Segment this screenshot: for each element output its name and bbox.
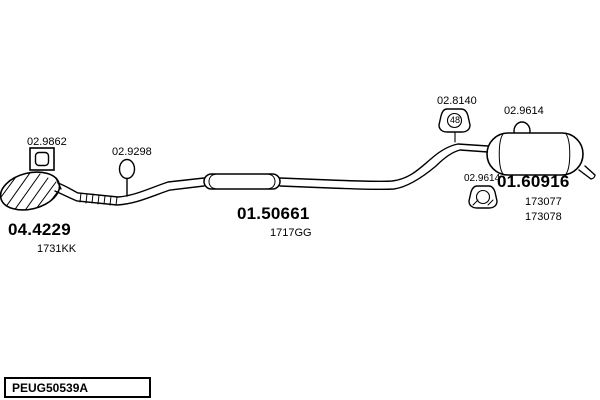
rear-hanger-icon <box>468 185 498 209</box>
centre-silencer-figure <box>203 173 281 190</box>
rear-silencer-figure <box>486 132 596 180</box>
label-rear-clamp: 02.9614 <box>504 105 544 117</box>
catalytic-converter-figure <box>0 166 64 216</box>
label-rear-hanger: 02.9614 <box>464 173 501 184</box>
label-mid-clamp: 02.9298 <box>112 146 152 158</box>
label-rear-silencer: 01.60916 <box>497 172 570 191</box>
label-hanger-size: 48 <box>449 115 460 125</box>
reference-box: PEUG50539A <box>4 377 151 398</box>
label-rear-silencer-ref1: 173077 <box>525 196 562 208</box>
front-clamp-icon <box>29 147 55 171</box>
rear-pipe <box>279 143 489 191</box>
label-rubber-hanger: 02.8140 <box>437 95 477 107</box>
front-flex-pipe <box>54 177 205 206</box>
label-catalyst: 04.4229 <box>8 220 71 239</box>
mid-clamp-icon <box>118 158 136 197</box>
label-centre-silencer-ref: 1717GG <box>270 227 312 239</box>
label-front-clamp: 02.9862 <box>27 136 67 148</box>
label-catalyst-ref: 1731KK <box>37 243 77 255</box>
rubber-hanger-icon <box>438 108 471 143</box>
label-centre-silencer: 01.50661 <box>237 204 310 223</box>
label-rear-silencer-ref2: 173078 <box>525 211 562 223</box>
drawing-code: PEUG50539A <box>12 380 89 395</box>
